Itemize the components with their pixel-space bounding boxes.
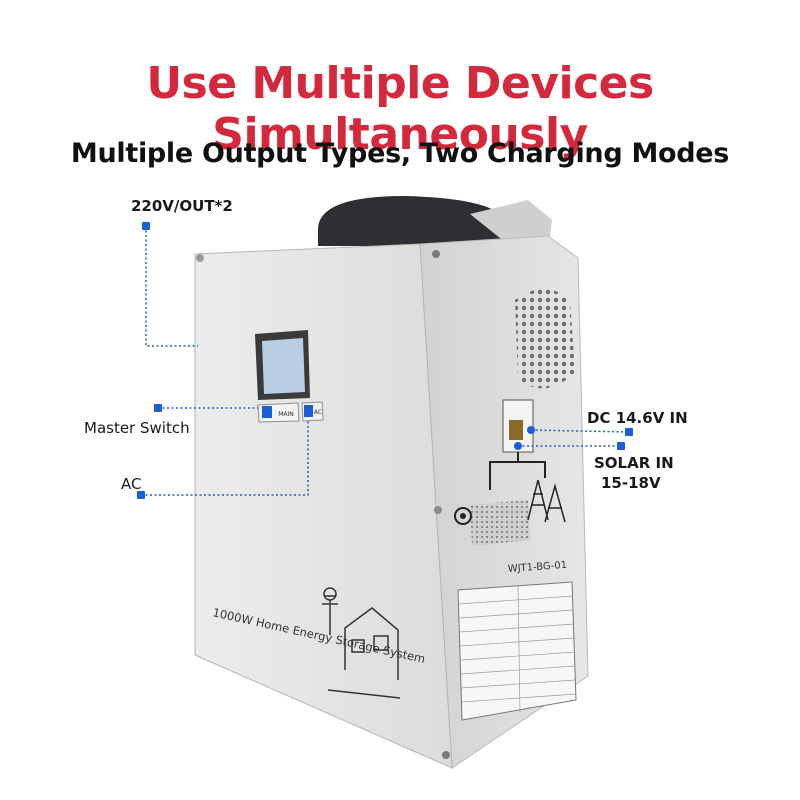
callout-outlet: 220V/OUT*2 (131, 197, 233, 215)
master-switch-button[interactable]: MAIN (257, 402, 300, 423)
fan-vent (515, 289, 575, 389)
callout-solar-in: SOLAR IN (594, 454, 674, 472)
callout-dots (137, 222, 633, 499)
callout-dc-in: DC 14.6V IN (587, 409, 688, 427)
switch-label: MAIN (278, 411, 294, 418)
model-label: WJT1-BG-01 (507, 560, 567, 575)
ac-button-label: AC (314, 409, 322, 416)
house-illustration (322, 587, 401, 699)
leader-lines (141, 226, 629, 496)
side-grille (470, 500, 530, 546)
subheadline: Multiple Output Types, Two Charging Mode… (70, 138, 730, 169)
callout-ac: AC (121, 475, 142, 493)
headline: Use Multiple Devices Simultaneously (146, 58, 654, 160)
power-tower-icon (527, 479, 566, 523)
front-panel (194, 243, 453, 769)
callout-master-switch: Master Switch (84, 419, 190, 437)
spec-label: WJT1-BG-01 (457, 560, 577, 721)
lcd-display (255, 330, 310, 400)
ac-button[interactable]: AC (301, 401, 324, 422)
callout-solar-voltage: 15-18V (601, 474, 661, 492)
charging-port-panel (489, 399, 546, 490)
sun-icon (454, 507, 472, 525)
